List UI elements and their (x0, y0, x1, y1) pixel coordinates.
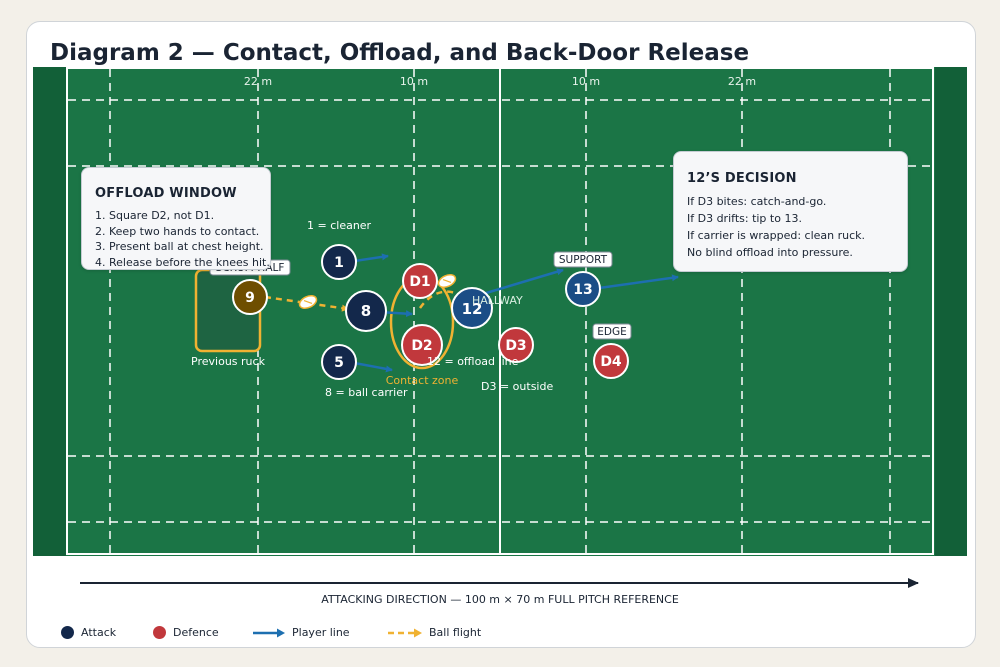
edge-label: EDGE (597, 326, 627, 338)
defender-d1-label: D1 (409, 274, 430, 290)
cleaner-annotation: 1 = cleaner (307, 219, 372, 232)
offload-window-item: 1. Square D2, not D1. (95, 209, 215, 222)
legend-attack-label: Attack (81, 626, 117, 639)
field-boundary (66, 67, 934, 555)
legend-attack: Attack (61, 626, 116, 639)
player-13: 13 (565, 271, 601, 307)
marker-22m-left: 22 m (244, 75, 272, 88)
decision-title: 12’S DECISION (687, 171, 797, 186)
ball-flight-offload (418, 290, 471, 309)
marker-10m-right: 10 m (572, 75, 600, 88)
player-1-number: 1 (334, 255, 344, 271)
player-9: 9 (232, 279, 268, 315)
diagram-title: Diagram 2 — Contact, Offload, and Back-D… (50, 40, 750, 66)
legend-player-line: Player line (252, 626, 350, 639)
offload-window-item: 3. Present ball at chest height. (95, 240, 264, 253)
player-1: 1 (321, 244, 357, 280)
support-label: SUPPORT (559, 254, 608, 266)
player-5: 5 (321, 344, 357, 380)
decision-item: No blind offload into pressure. (687, 246, 853, 259)
defender-d3: D3 (498, 327, 534, 363)
decision-item: If D3 drifts: tip to 13. (687, 212, 802, 225)
player-line-arrow-icon (253, 628, 285, 637)
run-line-player-12 (475, 268, 564, 298)
offload-window-callout: OFFLOAD WINDOW 1. Square D2, not D1. 2. … (81, 167, 271, 270)
edge-tag (592, 323, 632, 340)
decision-list: If D3 bites: catch-and-go. If D3 drifts:… (687, 193, 907, 261)
attacking-direction-label: ATTACKING DIRECTION — 100 m × 70 m FULL … (321, 593, 679, 606)
ball-icon (437, 273, 457, 289)
player-5-number: 5 (334, 355, 344, 371)
offload-window-item: 4. Release before the knees hit. (95, 255, 270, 269)
legend-ball-flight-label: Ball flight (429, 626, 482, 639)
ball-icon (298, 294, 318, 310)
defender-d1: D1 (402, 263, 438, 299)
player-12-number: 12 (462, 300, 483, 318)
hallway-label: HALLWAY (472, 294, 523, 307)
defender-d3-label: D3 (505, 338, 526, 354)
decision-item: If D3 bites: catch-and-go. (687, 195, 827, 208)
marker-22m-right: 22 m (728, 75, 756, 88)
defender-d2: D2 (401, 324, 443, 366)
decision-item: If carrier is wrapped: clean ruck. (687, 229, 866, 242)
ball-flight-9-to-8 (264, 295, 349, 312)
player-13-number: 13 (573, 282, 592, 298)
defence-dot-icon (153, 626, 166, 639)
attack-dot-icon (61, 626, 74, 639)
d3-outside-annotation: D3 = outside (481, 380, 553, 393)
offload-line-annotation: 12 = offload line (427, 355, 519, 368)
legend-defence: Defence (153, 626, 219, 639)
ball-carrier-annotation: 8 = ball carrier (325, 386, 408, 399)
in-goal-right (935, 67, 967, 556)
contact-zone-label: Contact zone (386, 374, 459, 387)
player-8: 8 (345, 290, 387, 332)
previous-ruck-label: Previous ruck (191, 355, 266, 368)
offload-window-title: OFFLOAD WINDOW (95, 186, 237, 201)
offload-window-item: 2. Keep two hands to contact. (95, 224, 260, 238)
legend-player-line-label: Player line (292, 626, 350, 639)
legend-ball-flight: Ball flight (387, 626, 481, 639)
marker-10m-left: 10 m (400, 75, 428, 88)
player-12: 12 (451, 287, 493, 329)
in-goal-left (33, 67, 66, 556)
decision-callout: 12’S DECISION If D3 bites: catch-and-go.… (673, 151, 908, 272)
defender-d4-label: D4 (600, 354, 622, 370)
defender-d2-label: D2 (411, 338, 432, 354)
player-9-number: 9 (245, 290, 255, 306)
offload-window-list: 1. Square D2, not D1. 2. Keep two hands … (95, 208, 270, 270)
ball-flight-arrow-icon (388, 628, 422, 637)
support-tag (553, 251, 613, 268)
player-8-number: 8 (361, 302, 371, 320)
legend-defence-label: Defence (173, 626, 219, 639)
defender-d4: D4 (593, 343, 629, 379)
run-line-player-13 (591, 274, 679, 291)
